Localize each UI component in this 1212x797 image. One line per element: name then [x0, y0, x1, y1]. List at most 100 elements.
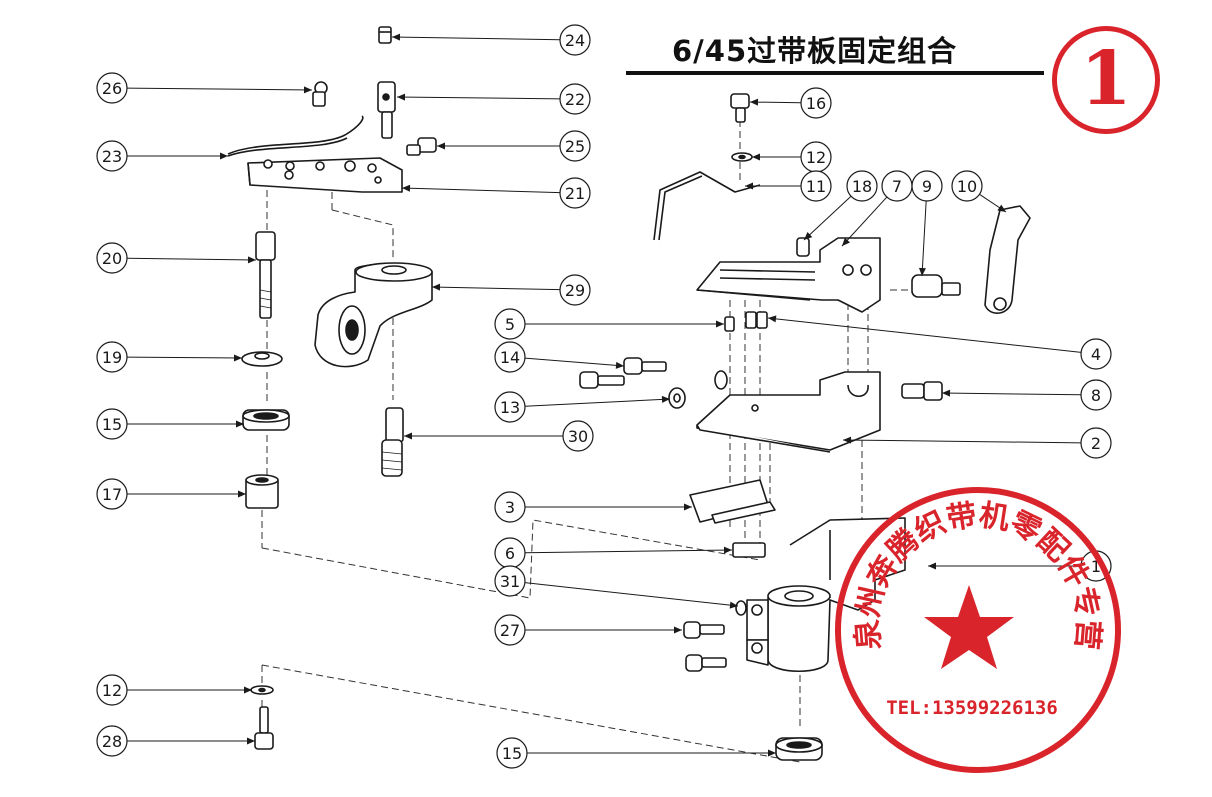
callout-leader [524, 582, 739, 607]
callout-arrowhead [661, 395, 670, 403]
callout-number: 25 [565, 137, 585, 156]
callout-arrowhead [397, 93, 406, 101]
callout-2: 2 [842, 427, 1112, 459]
callout-number: 6 [505, 544, 515, 563]
callout-arrowhead [768, 315, 777, 323]
callout-number: 13 [500, 398, 520, 417]
callout-arrowhead [233, 354, 242, 362]
callout-balloon [494, 391, 526, 423]
callout-arrowhead [247, 256, 256, 264]
callout-arrowhead [684, 503, 692, 511]
callout-26: 26 [96, 72, 313, 104]
callout-arrowhead [437, 142, 445, 150]
callout-15: 15 [496, 737, 776, 769]
part-1-main-frame [746, 517, 906, 673]
callout-arrowhead [997, 204, 1006, 212]
part-19-washer [241, 351, 283, 367]
callout-balloon [96, 341, 128, 373]
callout-balloon [96, 478, 128, 510]
callout-leader [524, 549, 733, 554]
callout-number: 12 [806, 148, 826, 167]
callout-16: 16 [749, 87, 832, 119]
callout-number: 5 [505, 315, 515, 334]
callout-arrowhead [843, 436, 852, 444]
callout-balloon [800, 87, 832, 119]
callout-21: 21 [401, 177, 591, 209]
part-4-guide-pins [745, 311, 768, 329]
callout-number: 8 [1091, 386, 1101, 405]
callout-number: 3 [505, 498, 515, 517]
callout-5: 5 [494, 308, 724, 340]
callout-balloon [559, 83, 591, 115]
part-5-small-pin [724, 316, 735, 332]
callout-balloon [562, 420, 594, 452]
part-25-shoulder-screw [406, 137, 437, 156]
callout-number: 23 [102, 147, 122, 166]
callout-balloon [96, 408, 128, 440]
callout-balloon [496, 737, 528, 769]
callout-arrowhead [432, 283, 441, 291]
part-6-block [732, 542, 766, 558]
callout-number: 12 [102, 681, 122, 700]
callout-balloon [96, 140, 128, 172]
part-11-wire-guide [653, 171, 761, 241]
callout-arrowhead [404, 432, 412, 440]
callout-arrowhead [238, 490, 246, 498]
callout-18: 18 [803, 170, 878, 241]
callout-arrowhead [723, 546, 732, 554]
callout-balloon [559, 177, 591, 209]
callout-balloon [800, 170, 832, 202]
callout-23: 23 [96, 140, 228, 172]
part-2-base-bracket [696, 371, 881, 453]
callout-balloon [559, 130, 591, 162]
callout-leader [749, 101, 802, 104]
callout-arrowhead [942, 389, 951, 397]
diagram-title: 6/45过带板固定组合 [672, 34, 958, 68]
callout-balloon [96, 725, 128, 757]
callout-balloon [494, 308, 526, 340]
part-9-adjust-bolt [911, 274, 961, 298]
callout-balloon [1080, 379, 1112, 411]
callout-balloon [559, 24, 591, 56]
callout-number: 24 [565, 31, 585, 50]
callout-leader [524, 357, 625, 367]
callout-6: 6 [494, 537, 733, 569]
part-12-washer-lower [250, 685, 274, 695]
sheet-number-badge: 1 [1052, 26, 1160, 134]
callout-arrowhead [236, 420, 244, 428]
part-26-ball-stud [312, 81, 328, 107]
part-18-pin [796, 237, 810, 257]
callout-arrowhead [729, 601, 738, 609]
callout-12: 12 [752, 141, 832, 173]
callout-leader [941, 392, 1082, 396]
callout-balloon [846, 170, 878, 202]
dealer-stamp: 泉州奔腾织带机零配件专营 TEL:13599226136 [835, 487, 1121, 773]
callout-30: 30 [404, 420, 594, 452]
callout-number: 19 [102, 348, 122, 367]
callout-number: 18 [852, 177, 872, 196]
callout-8: 8 [941, 379, 1112, 411]
callout-4: 4 [767, 315, 1112, 370]
callout-10: 10 [951, 170, 1007, 213]
callout-leader [391, 36, 561, 41]
callout-3: 3 [494, 491, 692, 523]
callout-29: 29 [431, 274, 591, 306]
callout-number: 31 [500, 572, 520, 591]
callout-arrowhead [750, 98, 759, 106]
callout-arrowhead [615, 361, 624, 369]
callout-leader [842, 439, 1082, 444]
callout-leader [396, 96, 561, 100]
callout-arrowhead [674, 626, 682, 634]
part-29-swing-arm [314, 262, 433, 368]
part-31-bolt [735, 600, 747, 616]
callout-number: 15 [502, 744, 522, 763]
callout-arrowhead [220, 152, 228, 160]
callout-22: 22 [396, 83, 591, 115]
callout-31: 31 [494, 565, 739, 609]
callout-number: 4 [1091, 345, 1101, 364]
part-28-cap-screw [254, 706, 274, 750]
stamp-star-icon [924, 585, 1014, 669]
callout-number: 1 [1091, 557, 1101, 576]
callout-number: 14 [500, 348, 520, 367]
callout-leader [767, 317, 1082, 353]
